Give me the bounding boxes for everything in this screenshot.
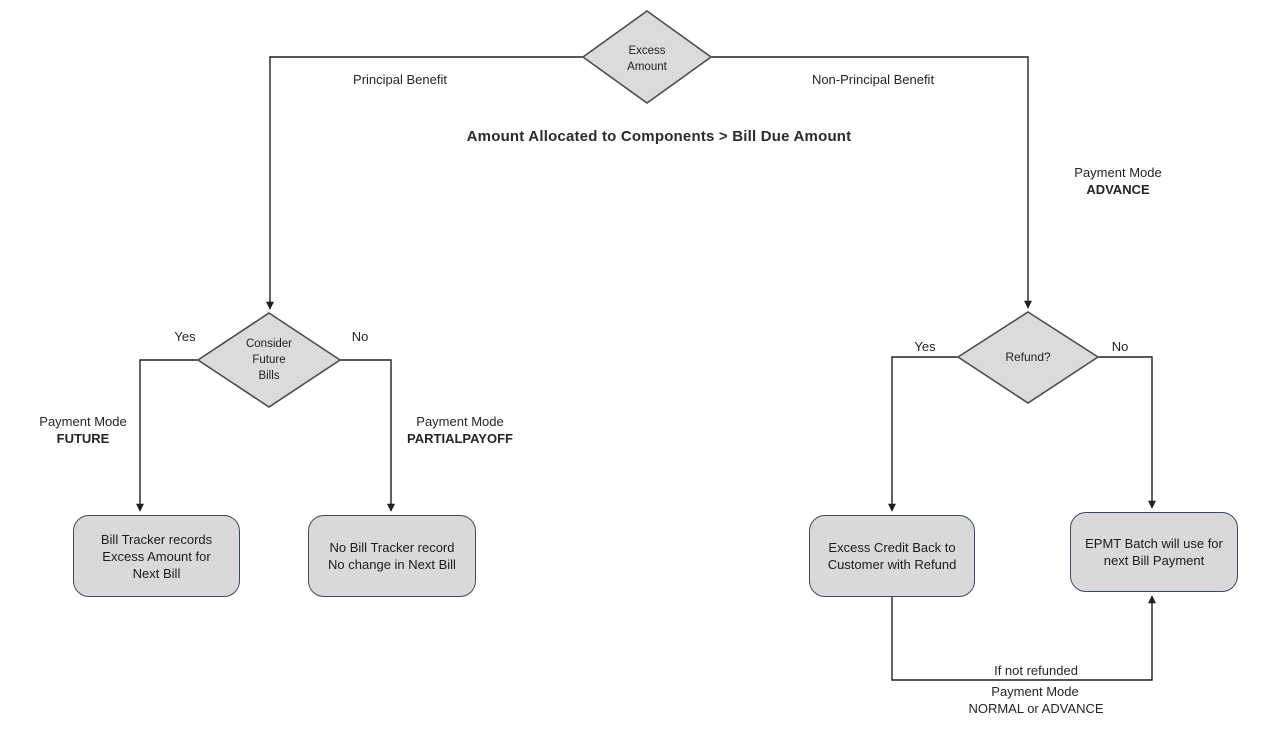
epmt-batch-line1: EPMT Batch will use for — [1085, 536, 1223, 551]
payment-mode-advance-line2: ADVANCE — [1086, 182, 1150, 197]
label-non-principal-benefit: Non-Principal Benefit — [811, 72, 935, 87]
payment-mode-partialpayoff-line1: Payment Mode — [416, 414, 504, 429]
bill-tracker-line1: Bill Tracker records — [100, 531, 213, 547]
consider-line3: Bills — [258, 370, 280, 382]
epmt-batch-line2: next Bill Payment — [1103, 553, 1205, 568]
bill-tracker-line3: Next Bill — [132, 565, 181, 581]
no-bill-tracker-line1: No Bill Tracker record — [329, 540, 455, 555]
process-excess-credit-back: Excess Credit Back to Customer with Refu… — [809, 515, 975, 597]
label-payment-mode-partialpayoff: Payment Mode PARTIALPAYOFF — [407, 413, 513, 447]
edge-consider-no — [340, 359, 395, 512]
label-no-right: No — [1111, 339, 1129, 354]
payment-mode-future-line1: Payment Mode — [39, 414, 127, 429]
process-bill-tracker-records: Bill Tracker records Excess Amount for N… — [73, 515, 240, 597]
consider-line2: Future — [252, 354, 286, 366]
decision-consider-future-bills-label: Consider Future Bills — [246, 336, 292, 384]
edge-consider-yes — [136, 359, 198, 512]
edge-refund-yes — [888, 356, 958, 512]
label-yes-left: Yes — [174, 329, 196, 344]
process-no-bill-tracker: No Bill Tracker record No change in Next… — [308, 515, 476, 597]
no-bill-tracker-line2: No change in Next Bill — [328, 557, 456, 572]
consider-line1: Consider — [245, 338, 293, 350]
label-normal-or-advance: NORMAL or ADVANCE — [968, 701, 1104, 716]
edge-refund-no — [1098, 356, 1156, 509]
diagram-title: Amount Allocated to Components > Bill Du… — [466, 128, 852, 145]
process-epmt-batch: EPMT Batch will use for next Bill Paymen… — [1070, 512, 1238, 592]
edge-if-not-refunded — [891, 595, 1156, 681]
label-feedback-payment-mode: Payment Mode — [991, 684, 1079, 699]
excess-amount-line1: Excess — [628, 45, 666, 57]
bill-tracker-line2: Excess Amount for — [102, 548, 211, 564]
label-no-left: No — [351, 329, 369, 344]
faded-background-panel — [425, 153, 985, 266]
label-yes-right: Yes — [914, 339, 936, 354]
decision-excess-amount-label: Excess Amount — [627, 43, 667, 75]
excess-amount-line2: Amount — [627, 61, 667, 73]
decision-refund-shape — [956, 311, 1100, 404]
decision-consider-future-bills-shape — [196, 312, 342, 408]
decision-refund-label: Refund? — [1005, 350, 1051, 364]
decision-excess-amount-shape — [581, 10, 713, 104]
label-principal-benefit: Principal Benefit — [353, 72, 447, 87]
payment-mode-advance-line1: Payment Mode — [1074, 165, 1162, 180]
edge-non-principal-benefit — [711, 56, 1032, 309]
excess-credit-line1: Excess Credit Back to — [828, 540, 956, 555]
label-payment-mode-advance: Payment Mode ADVANCE — [1074, 164, 1161, 198]
excess-credit-line2: Customer with Refund — [827, 557, 957, 572]
label-payment-mode-future: Payment Mode FUTURE — [39, 413, 126, 447]
payment-mode-future-line2: FUTURE — [56, 431, 110, 446]
edge-principal-benefit — [266, 56, 583, 310]
label-if-not-refunded: If not refunded — [994, 663, 1078, 678]
payment-mode-partialpayoff-line2: PARTIALPAYOFF — [407, 431, 513, 446]
